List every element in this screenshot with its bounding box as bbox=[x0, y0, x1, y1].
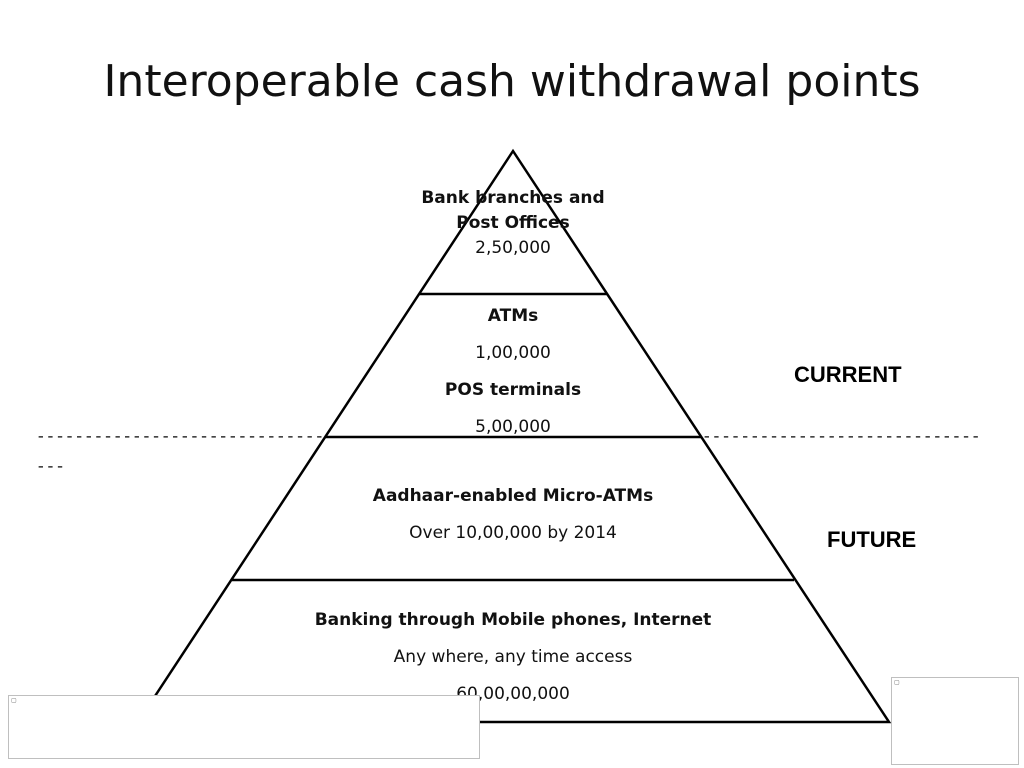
tier-3-value: Over 10,00,000 by 2014 bbox=[409, 523, 617, 543]
current-future-divider-wrap: --- bbox=[36, 458, 65, 476]
tier-2-text: ATMs 1,00,000 POS terminals 5,00,000 bbox=[400, 298, 626, 446]
tier-4-value: 60,00,00,000 bbox=[456, 684, 570, 704]
tier-4-access: Any where, any time access bbox=[393, 647, 633, 667]
image-placeholder-left: ▢ bbox=[8, 695, 480, 759]
current-label: CURRENT bbox=[794, 362, 902, 387]
slide-title: Interoperable cash withdrawal points bbox=[103, 56, 921, 107]
broken-image-icon: ▢ bbox=[11, 698, 17, 704]
broken-image-icon: ▢ bbox=[894, 680, 900, 686]
tier-2-value-atms: 1,00,000 bbox=[475, 343, 551, 363]
current-future-divider-left: ----------------------------------- bbox=[36, 428, 373, 446]
tier-2-value-pos: 5,00,000 bbox=[475, 417, 551, 437]
current-future-divider-right: ----------------------------- bbox=[702, 428, 981, 446]
image-placeholder-right: ▢ bbox=[891, 677, 1019, 765]
tier-2-heading-atms: ATMs bbox=[487, 306, 539, 326]
tier-1-value: 2,50,000 bbox=[475, 238, 551, 258]
tier-4-text: Banking through Mobile phones, Internet … bbox=[263, 602, 763, 713]
tier-3-text: Aadhaar-enabled Micro-ATMs Over 10,00,00… bbox=[313, 478, 713, 552]
future-label: FUTURE bbox=[827, 527, 917, 552]
tier-1-heading-line2: Post Offices bbox=[456, 213, 570, 233]
tier-3-heading: Aadhaar-enabled Micro-ATMs bbox=[372, 486, 654, 506]
tier-1-text: Bank branches and Post Offices 2,50,000 bbox=[400, 186, 626, 261]
tier-2-heading-pos: POS terminals bbox=[444, 380, 582, 400]
tier-1-heading-line1: Bank branches and bbox=[421, 188, 605, 208]
tier-4-heading: Banking through Mobile phones, Internet bbox=[314, 610, 712, 630]
